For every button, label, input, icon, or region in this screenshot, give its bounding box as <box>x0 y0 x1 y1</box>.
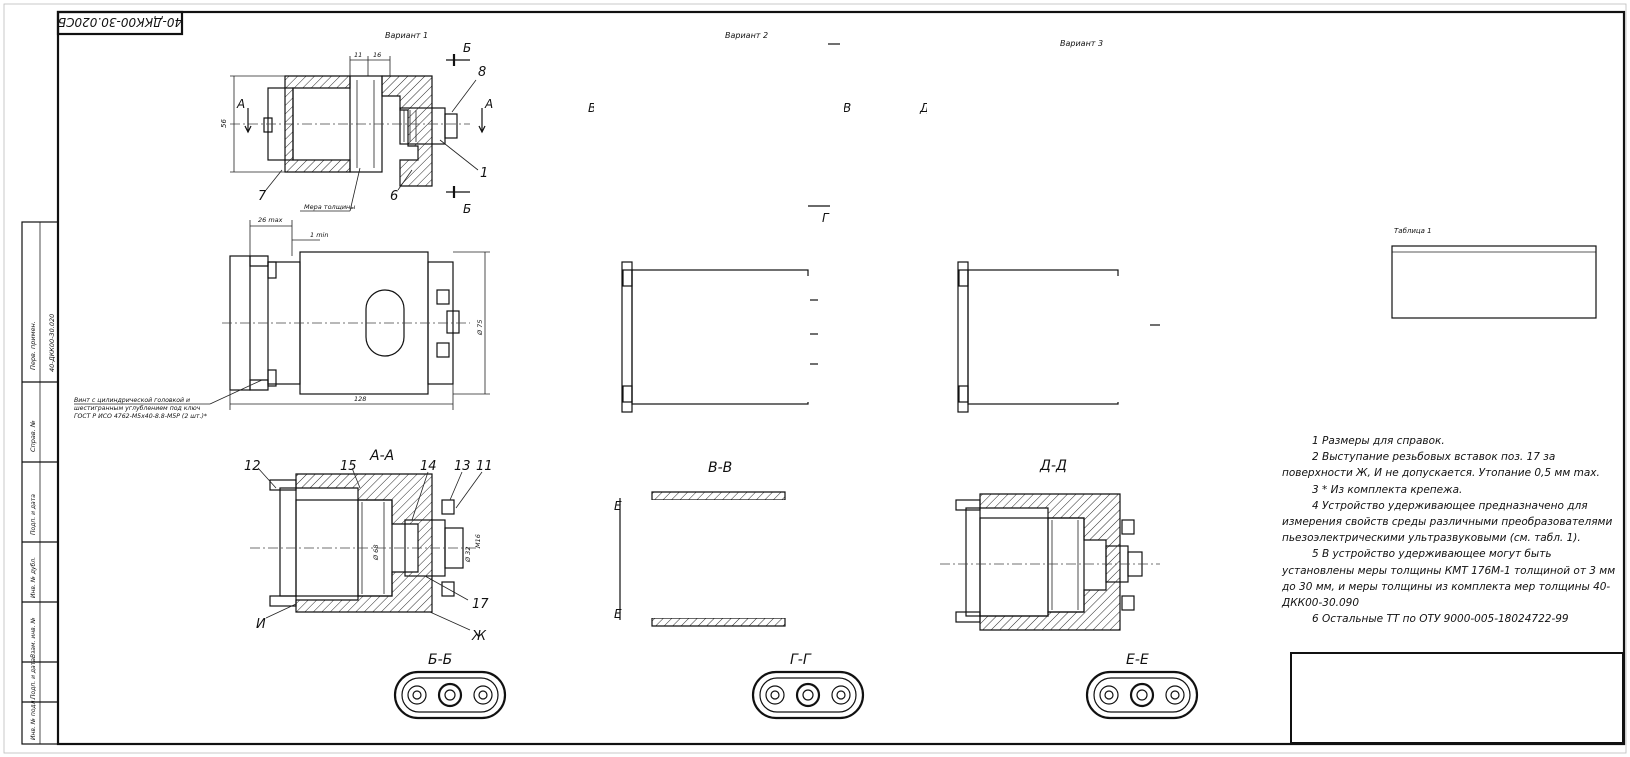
section-gg-title: Г-Г <box>790 652 812 668</box>
cut-d-left: Д <box>919 101 929 115</box>
cut-e-top: Е <box>614 499 622 513</box>
dim-56: 56 <box>220 119 228 128</box>
table-1: Таблица 1 <box>1391 227 1597 319</box>
dim-11: 11 <box>354 51 362 59</box>
callout-14: 14 <box>420 459 437 474</box>
strip-label-6: Подп. и дата <box>30 658 37 699</box>
strip-label-7: Инв. № подл. <box>30 699 37 740</box>
cut-g-bottom: Г <box>822 211 830 225</box>
note-6: 6 Остальные ТТ по ОТУ 9000-005-18024722-… <box>1312 613 1569 626</box>
strip-label-1: Перв. примен. <box>29 321 37 370</box>
dim-m16: M16 <box>474 534 482 548</box>
dim-d68: Ø 68 <box>372 545 380 561</box>
variant1-side-view: 26 max 1 min Ø 75 128 Винт с цилиндричес… <box>74 216 490 420</box>
screw-note-line2: шестигранным углублением под ключ <box>74 404 201 412</box>
cut-a-right: А <box>484 97 493 111</box>
title-block <box>1290 652 1624 744</box>
strip-ref: 40-ДКК00-30.020 <box>48 314 56 372</box>
dim-1min: 1 min <box>310 231 328 239</box>
variant2-group: Вариант 2 В В Г В-В Е Е Г-Г <box>588 31 865 720</box>
callout-1: 1 <box>480 166 488 181</box>
callout-7: 7 <box>258 189 267 204</box>
variant3-title: Вариант 3 <box>1060 39 1103 48</box>
dim-16: 16 <box>373 51 381 59</box>
note-4: 4 Устройство удерживающее предназначено … <box>1282 499 1613 545</box>
dim-128: 128 <box>354 395 366 403</box>
note-5: 5 В устройство удерживающее могут быть у… <box>1282 548 1616 610</box>
strip-label-2: Справ. № <box>29 420 37 452</box>
strip-label-5: Взам. инв. № <box>30 617 37 658</box>
drawing-number-box: 40-ДКК00-30.020СБ <box>56 10 184 36</box>
callout-17: 17 <box>472 597 489 612</box>
section-dd-title: Д-Д <box>1039 458 1067 474</box>
cut-v-right: В <box>843 101 851 115</box>
drawing-number: 40-ДКК00-30.020СБ <box>58 15 182 29</box>
note-2: 2 Выступание резьбовых вставок поз. 17 з… <box>1282 451 1600 480</box>
dim-26max: 26 max <box>258 216 283 224</box>
screw-note-line1: Винт с цилиндрической головкой и <box>74 397 190 404</box>
left-title-strip: Перв. примен. 40-ДКК00-30.020 Справ. № П… <box>21 221 59 745</box>
callout-8: 8 <box>478 65 486 80</box>
dim-d32: Ø 32 <box>464 547 472 563</box>
callout-15: 15 <box>340 459 357 474</box>
section-a-a: А-А Ø 68 Ø 32 M16 12 15 14 13 11 И 17 Ж <box>244 448 493 644</box>
variant2-title: Вариант 2 <box>725 31 768 40</box>
note-1: 1 Размеры для справок. <box>1312 435 1445 447</box>
section-aa-title: А-А <box>369 448 394 464</box>
section-ee-title: Е-Е <box>1126 652 1149 668</box>
section-vv-title: В-В <box>708 460 732 476</box>
variant1-front-section: Вариант 1 56 11 16 А А <box>220 31 493 216</box>
thickness-gauge-label: Мера толщины <box>304 203 355 211</box>
cut-b-top: Б <box>463 41 471 55</box>
variant3-group: Вариант 3 Д Д-Д Е-Е <box>919 39 1199 720</box>
technical-requirements: 1 Размеры для справок. 2 Выступание резь… <box>1282 433 1627 627</box>
cut-i: И <box>256 617 266 632</box>
cut-b-bottom: Б <box>463 202 471 216</box>
dim-d75: Ø 75 <box>476 320 484 336</box>
screw-note-line3: ГОСТ Р ИСО 4762-М5х40-8.8-М5Р (2 шт.)* <box>74 413 207 420</box>
cut-a-left: А <box>236 97 245 111</box>
strip-label-3: Подп. и дата <box>30 494 37 535</box>
note-3: 3 * Из комплекта крепежа. <box>1312 483 1463 496</box>
cut-v-left: В <box>588 101 596 115</box>
section-bb-title: Б-Б <box>428 652 452 668</box>
callout-13: 13 <box>454 459 471 474</box>
variant1-title: Вариант 1 <box>385 31 428 40</box>
callout-11: 11 <box>476 459 493 474</box>
callout-6: 6 <box>390 189 398 204</box>
table-1-title: Таблица 1 <box>1394 227 1432 235</box>
callout-12: 12 <box>244 459 261 474</box>
strip-label-4: Инв. № дубл. <box>30 557 37 598</box>
outer-edge <box>3 3 1627 754</box>
cut-zh: Ж <box>471 629 487 644</box>
section-b-b: Б-Б <box>393 652 507 720</box>
cut-e-bottom: Е <box>614 607 622 621</box>
